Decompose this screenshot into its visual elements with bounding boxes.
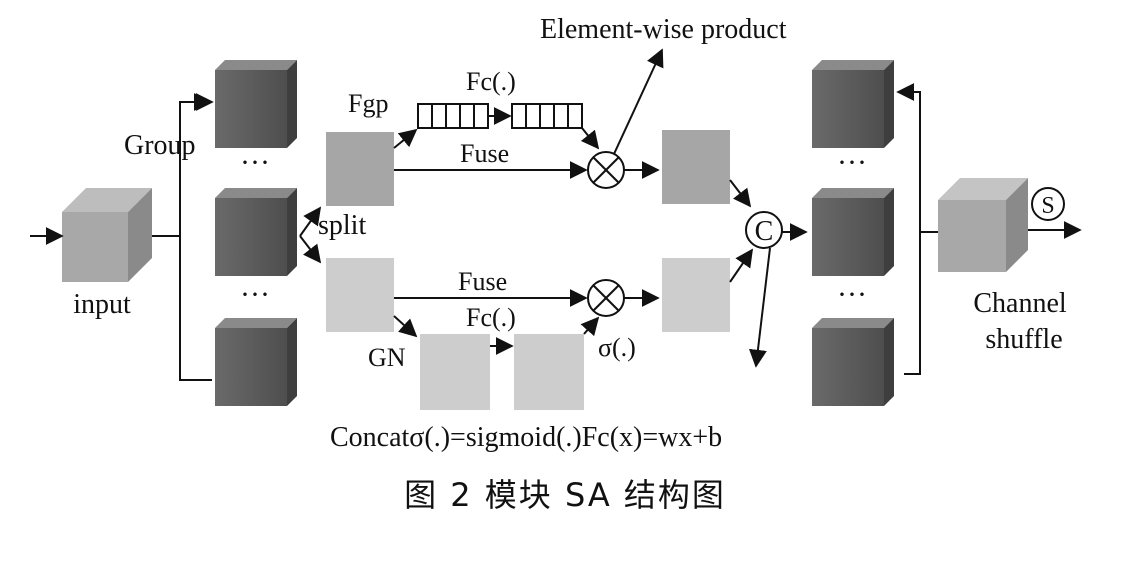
multiply-bottom-icon <box>587 279 625 317</box>
fgp-arrow <box>393 128 418 149</box>
sigma-label: σ(.) <box>598 333 636 362</box>
input-label: input <box>73 289 131 320</box>
shuffle-block-3 <box>812 318 894 406</box>
split-label: split <box>318 210 366 241</box>
concat-in-top <box>729 179 752 208</box>
dots-left-2: ··· <box>240 278 270 311</box>
fc-top-label: Fc(.) <box>466 67 516 96</box>
shuffle-block-2 <box>812 188 894 276</box>
fgp-vector <box>417 103 489 129</box>
sigma-arrow <box>580 316 600 337</box>
fc-vector <box>511 103 583 129</box>
fc-bottom-label: Fc(.) <box>466 303 516 332</box>
svg-text:C: C <box>755 216 774 247</box>
concat-in-bottom <box>729 248 754 283</box>
fc-bottom-block <box>514 334 584 410</box>
fc-top-to-mult <box>580 127 600 150</box>
gn-label: GN <box>368 343 406 372</box>
gn-arrow <box>393 315 418 338</box>
fuse-top-label: Fuse <box>460 139 509 168</box>
group-bracket <box>152 93 214 381</box>
upper-output-block <box>662 130 730 204</box>
shuffle-block-1 <box>812 60 894 148</box>
fuse-bottom-label: Fuse <box>458 267 507 296</box>
split-arrows <box>299 206 322 264</box>
lower-split-block <box>326 258 394 332</box>
dots-left-1: ··· <box>240 146 270 179</box>
output-cube <box>938 178 1028 272</box>
shuffle-bracket <box>896 83 938 375</box>
channel-shuffle-label-1: Channel <box>973 288 1067 319</box>
dots-right-2: ··· <box>837 278 867 311</box>
element-wise-arrow <box>613 48 664 155</box>
group-block-2 <box>215 188 297 276</box>
group-block-1 <box>215 60 297 148</box>
shuffle-icon: S <box>1031 187 1065 221</box>
multiply-top-icon <box>587 151 625 189</box>
svg-text:S: S <box>1041 193 1054 219</box>
element-wise-label: Element-wise product <box>540 14 787 45</box>
concat-icon: C <box>745 211 783 249</box>
dots-right-1: ··· <box>837 146 867 179</box>
group-block-3 <box>215 318 297 406</box>
gn-block <box>420 334 490 410</box>
concat-down-arrow <box>748 247 771 368</box>
lower-output-block <box>662 258 730 332</box>
group-label: Group <box>124 130 196 161</box>
upper-split-block <box>326 132 394 206</box>
channel-shuffle-label-2: shuffle <box>985 324 1062 355</box>
input-cube <box>62 188 152 282</box>
fgp-label: Fgp <box>348 89 388 118</box>
figure-caption: 图 2 模块 SA 结构图 <box>404 476 726 514</box>
legend-formula: Concatσ(.)=sigmoid(.)Fc(x)=wx+b <box>330 422 722 453</box>
